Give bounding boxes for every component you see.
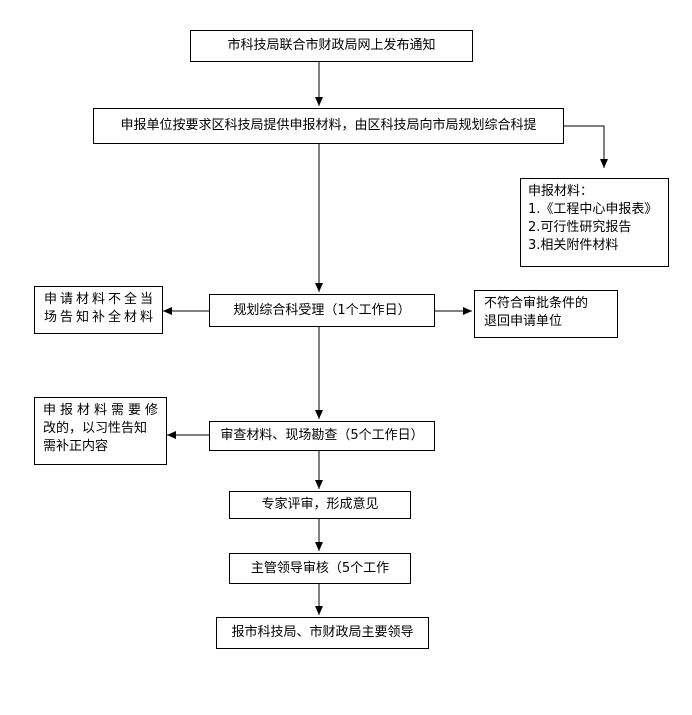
- node-revise-line: 改的，以习性告知: [43, 421, 148, 436]
- node-leader: 主管领导审核（5个工作: [229, 553, 411, 584]
- arrow-submit-to-materials: [564, 125, 608, 168]
- node-report: 报市科技局、市财政局主要领导: [216, 617, 429, 649]
- node-review: 审查材料、现场勘查（5个工作日）: [209, 421, 435, 451]
- materials-item: 1.《工程中心申报表》: [528, 202, 658, 217]
- node-expert-label: 专家评审，形成意见: [261, 497, 379, 512]
- node-accept: 规划综合科受理（1个工作日）: [209, 294, 435, 327]
- node-incomplete: 申请材料不全当 场告知补全材料: [34, 286, 163, 334]
- node-submit: 申报单位按要求区科技局提供申报材料，由区科技局向市局规划综合科提: [93, 108, 564, 144]
- node-reject-line: 退回申请单位: [484, 314, 563, 329]
- materials-item: 2.可行性研究报告: [528, 220, 632, 235]
- node-revise-line: 需补正内容: [43, 439, 109, 454]
- node-revise-line: 申报材料需要修: [43, 403, 158, 418]
- node-notice: 市科技局联合市财政局网上发布通知: [190, 30, 473, 62]
- node-accept-label: 规划综合科受理（1个工作日）: [233, 302, 411, 318]
- node-incomplete-line: 场告知补全材料: [44, 310, 153, 325]
- materials-title: 申报材料：: [528, 184, 594, 199]
- node-report-label: 报市科技局、市财政局主要领导: [231, 625, 414, 640]
- node-leader-label: 主管领导审核（5个工作: [250, 560, 390, 576]
- materials-item: 3.相关附件材料: [528, 238, 619, 253]
- node-materials: 申报材料： 1.《工程中心申报表》 2.可行性研究报告 3.相关附件材料: [520, 178, 669, 267]
- node-submit-label: 申报单位按要求区科技局提供申报材料，由区科技局向市局规划综合科提: [120, 118, 537, 133]
- node-notice-label: 市科技局联合市财政局网上发布通知: [227, 38, 436, 53]
- node-expert: 专家评审，形成意见: [229, 491, 411, 519]
- node-reject-line: 不符合审批条件的: [484, 296, 589, 311]
- node-incomplete-line: 申请材料不全当: [44, 292, 153, 307]
- node-reject: 不符合审批条件的 退回申请单位: [474, 290, 618, 338]
- node-review-label: 审查材料、现场勘查（5个工作日）: [220, 428, 424, 443]
- node-revise: 申报材料需要修 改的，以习性告知 需补正内容: [34, 397, 167, 465]
